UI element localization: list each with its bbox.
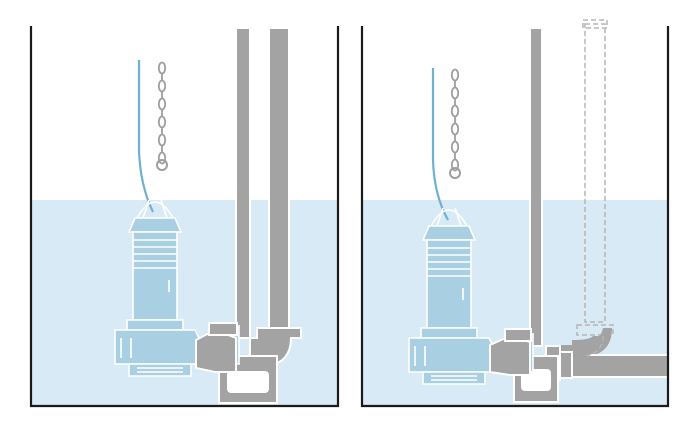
guide-rail-pipe-right xyxy=(529,27,543,347)
lifting-chain-right xyxy=(450,68,460,172)
submersible-pump-left xyxy=(114,199,240,377)
guide-rail-pipe-left xyxy=(235,27,251,339)
panel-right xyxy=(360,19,670,408)
lifting-chain-left xyxy=(157,61,167,165)
panel-left xyxy=(29,26,340,408)
power-cable-right xyxy=(431,68,449,221)
tank-wall-right xyxy=(360,26,670,408)
removed-riser-dashed xyxy=(576,19,614,336)
coupling-connector-right xyxy=(489,328,532,376)
power-cable-left xyxy=(137,60,154,213)
tank-wall-left xyxy=(29,26,340,408)
coupling-connector-left xyxy=(195,322,238,373)
